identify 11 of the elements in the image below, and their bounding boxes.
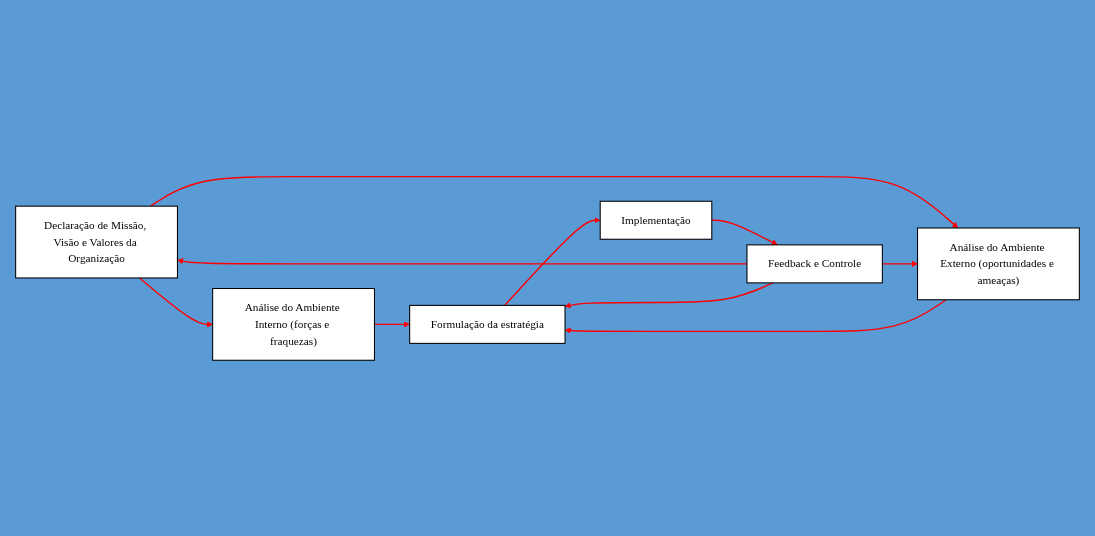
node-box: Análise do Ambiente Externo (oportunidades e ameaças) — [917, 227, 1080, 300]
arrow — [711, 219, 778, 245]
arrow — [504, 216, 601, 306]
node-box: Declaração de Missão, Visão e Valores da Organização — [15, 205, 178, 278]
node-box: Formulação da estratégia — [409, 304, 566, 344]
node-box: Análise do Ambiente Interno (forças e fraquezas) — [212, 287, 375, 361]
node-box: Feedback e Controle — [746, 243, 883, 283]
arrow — [138, 276, 213, 327]
arrow — [564, 281, 774, 308]
node-box: Implementação — [599, 200, 713, 240]
arrow — [149, 175, 959, 228]
